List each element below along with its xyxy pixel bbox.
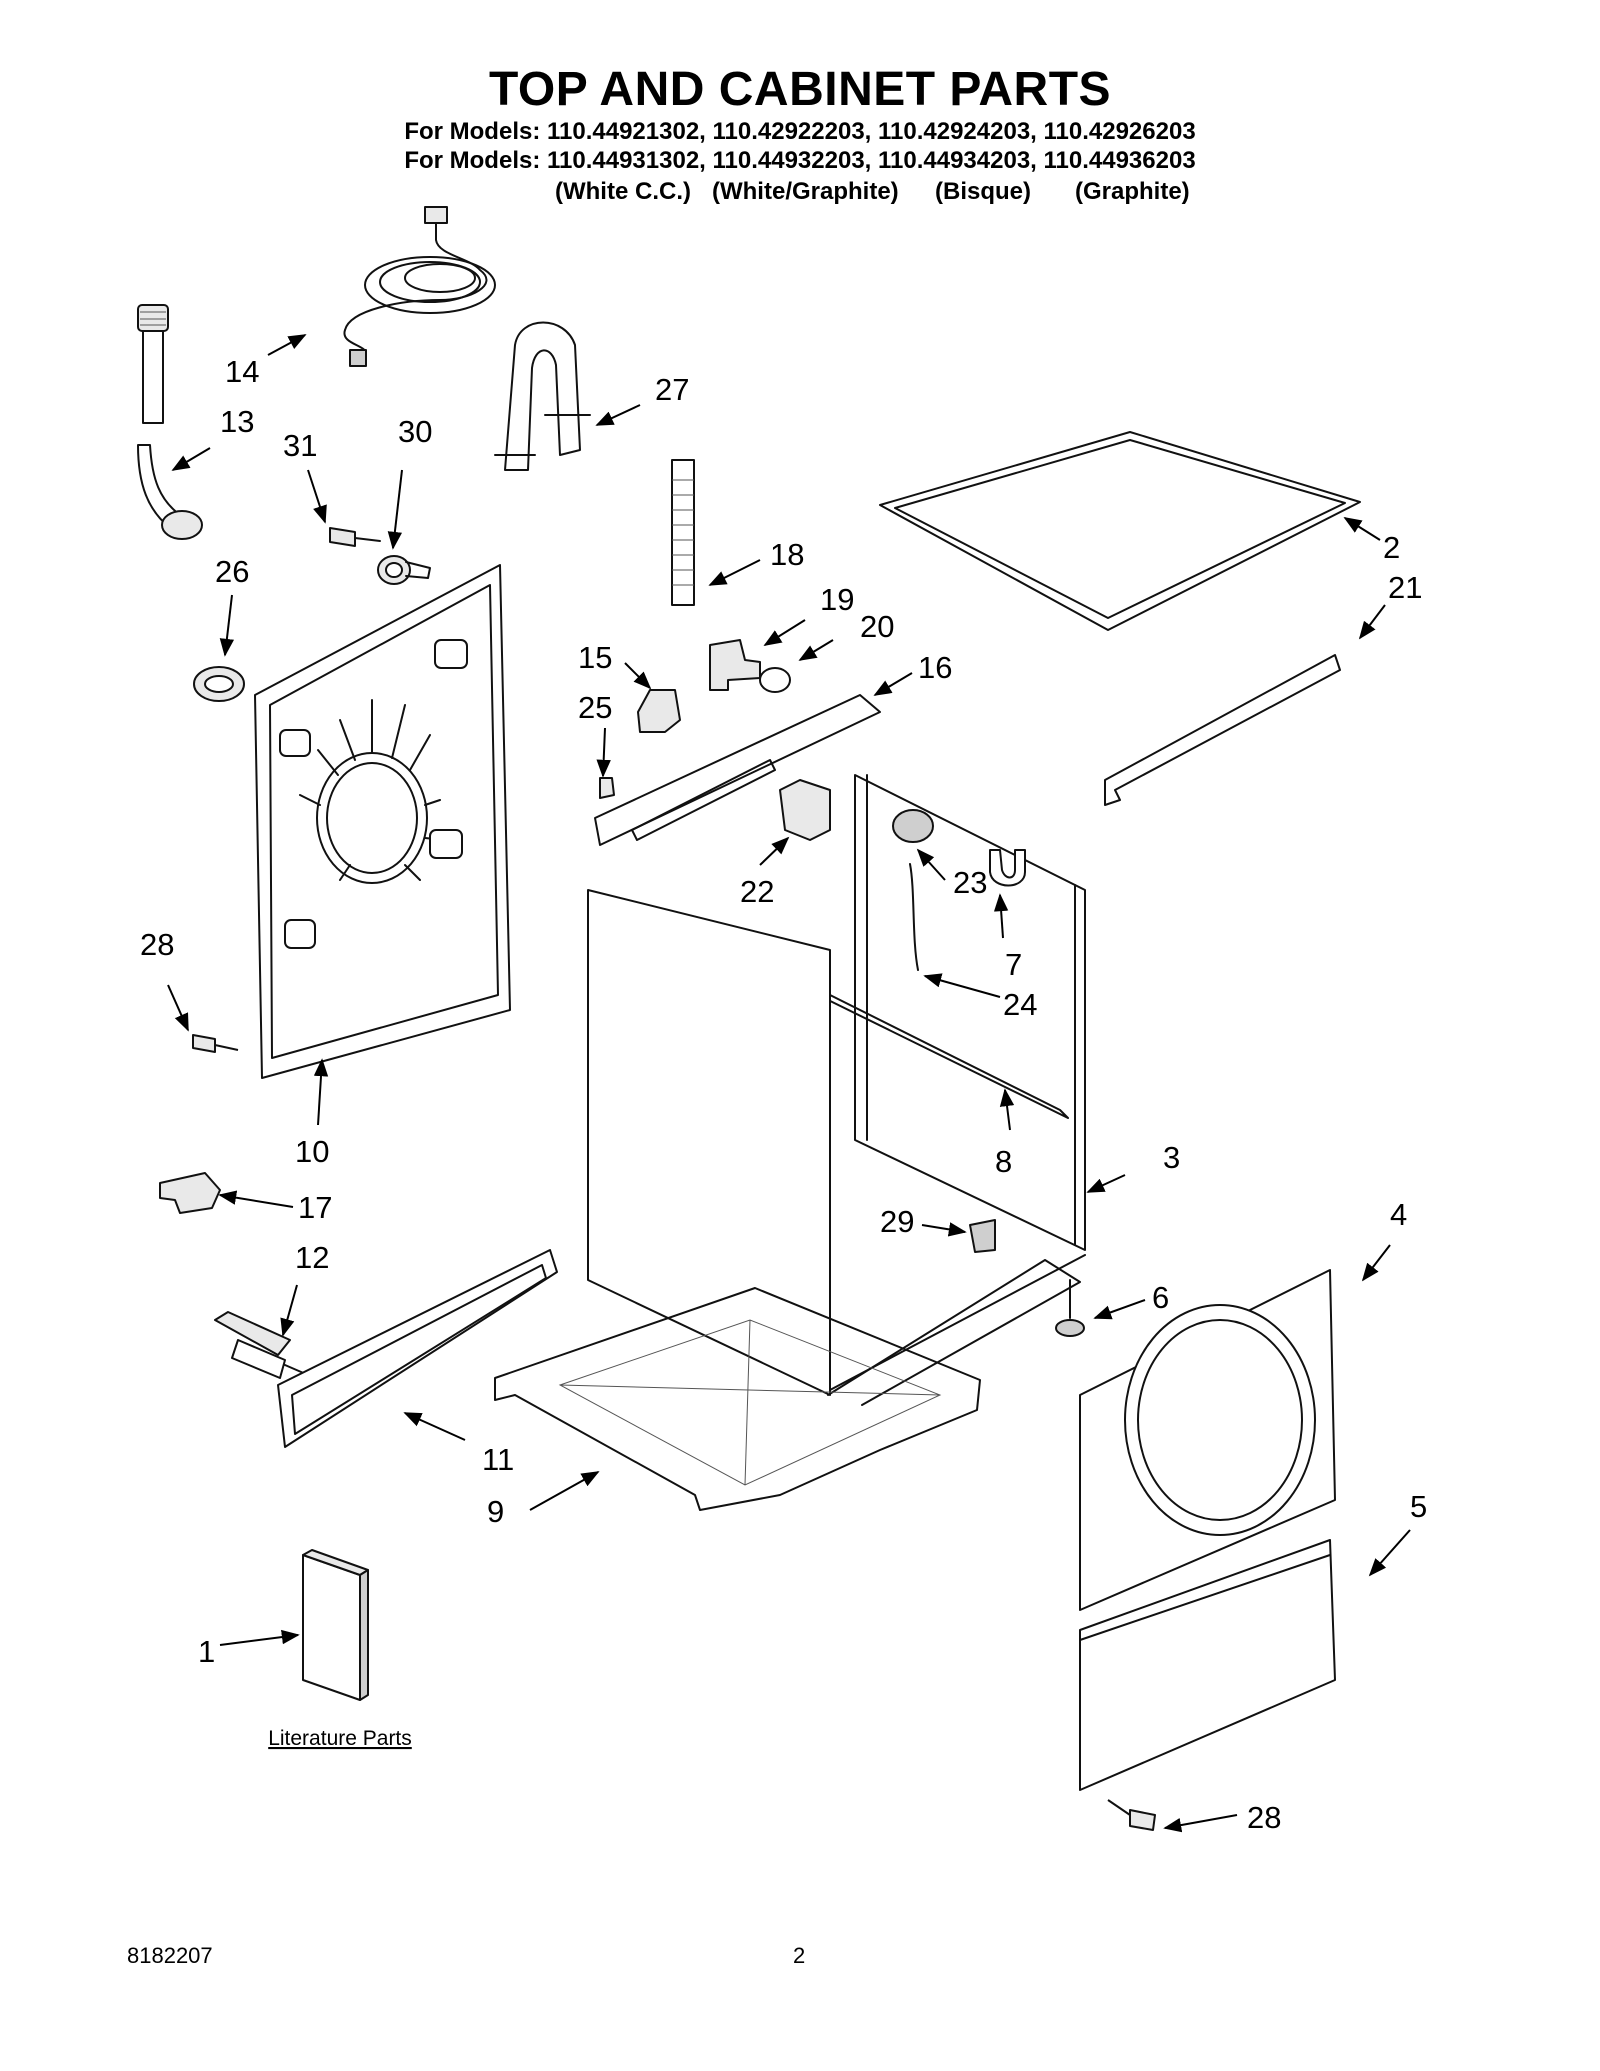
document-number: 8182207 [127,1943,213,1968]
callout-25: 25 [578,690,612,725]
rear-panel-part [254,564,511,1079]
finish-white-graphite: (White/Graphite) [712,178,899,205]
finish-white-cc: (White C.C.) [555,178,691,205]
elbow-part [709,639,761,691]
literature-booklet [302,1549,369,1701]
callout-3: 3 [1163,1140,1180,1175]
callout-7: 7 [1005,947,1022,982]
callout-2: 2 [1383,530,1400,565]
callout-18: 18 [770,537,804,572]
callout-27: 27 [655,372,689,407]
clamp-part [759,667,791,693]
callout-10: 10 [295,1134,329,1169]
finish-bisque: (Bisque) [935,178,1031,205]
finish-graphite: (Graphite) [1075,178,1190,205]
power-cord-part [343,206,496,367]
cabinet-side-panel [587,889,831,1396]
callout-30: 30 [398,414,432,449]
callout-8: 8 [995,1144,1012,1179]
callout-20: 20 [860,609,894,644]
callout-11: 11 [482,1442,514,1477]
callout-31: 31 [283,428,317,463]
callout-19: 19 [820,582,854,617]
callout-26: 26 [215,554,249,589]
callout-1: 1 [198,1634,215,1669]
clip-part [159,1172,221,1214]
callout-28-right: 28 [1247,1800,1281,1835]
literature-caption: Literature Parts [268,1727,412,1750]
callout-29: 29 [880,1204,914,1239]
screw-right [1107,1799,1156,1831]
callout-23: 23 [953,865,987,900]
callout-6: 6 [1152,1280,1169,1315]
callout-28-left: 28 [140,927,174,962]
page-title: TOP AND CABINET PARTS [488,63,1112,116]
callout-13: 13 [220,404,254,439]
callout-4: 4 [1390,1197,1407,1232]
lid-switch-part [779,779,831,841]
base-pad-part [494,1287,981,1511]
callout-22: 22 [740,874,774,909]
callout-9: 9 [487,1494,504,1529]
callout-12: 12 [295,1240,329,1275]
page-number: 2 [793,1943,806,1968]
models-line-1: For Models: 110.44921302, 110.42922203, … [404,118,1196,145]
inlet-hose-part [137,304,203,540]
callout-17: 17 [298,1190,332,1225]
screw-and-clamp [329,527,431,585]
leveling-leg-part [1055,1279,1085,1337]
callout-24: 24 [1003,987,1037,1022]
hook-part [989,849,1026,887]
models-line-2: For Models: 110.44931302, 110.44932203, … [404,147,1196,174]
callout-21: 21 [1388,570,1422,605]
callout-16: 16 [918,650,952,685]
pressure-sensor-part [892,809,934,971]
callout-14: 14 [225,354,259,389]
cabinet-frame-part [809,774,1086,1406]
callout-5: 5 [1410,1489,1427,1524]
small-bracket-part [637,689,681,733]
top-strip-part [594,694,881,846]
hose-guide-bracket [494,321,591,471]
callout-15: 15 [578,640,612,675]
screw-left [192,1034,239,1053]
grommet-part [193,666,245,702]
screw-25 [599,777,615,799]
drain-hose-part [671,459,695,606]
toe-panel-part [1079,1539,1336,1791]
callout-labels: 14 13 31 30 27 26 18 19 20 15 16 25 2 21… [140,354,1427,1835]
brace-part [1104,654,1341,806]
base-strip-part [277,1249,558,1448]
top-frame-part [879,431,1361,631]
damper-part [214,1311,316,1379]
leader-arrows [167,334,1411,1833]
front-panel-part [1079,1269,1336,1611]
clip-29 [969,1219,996,1253]
